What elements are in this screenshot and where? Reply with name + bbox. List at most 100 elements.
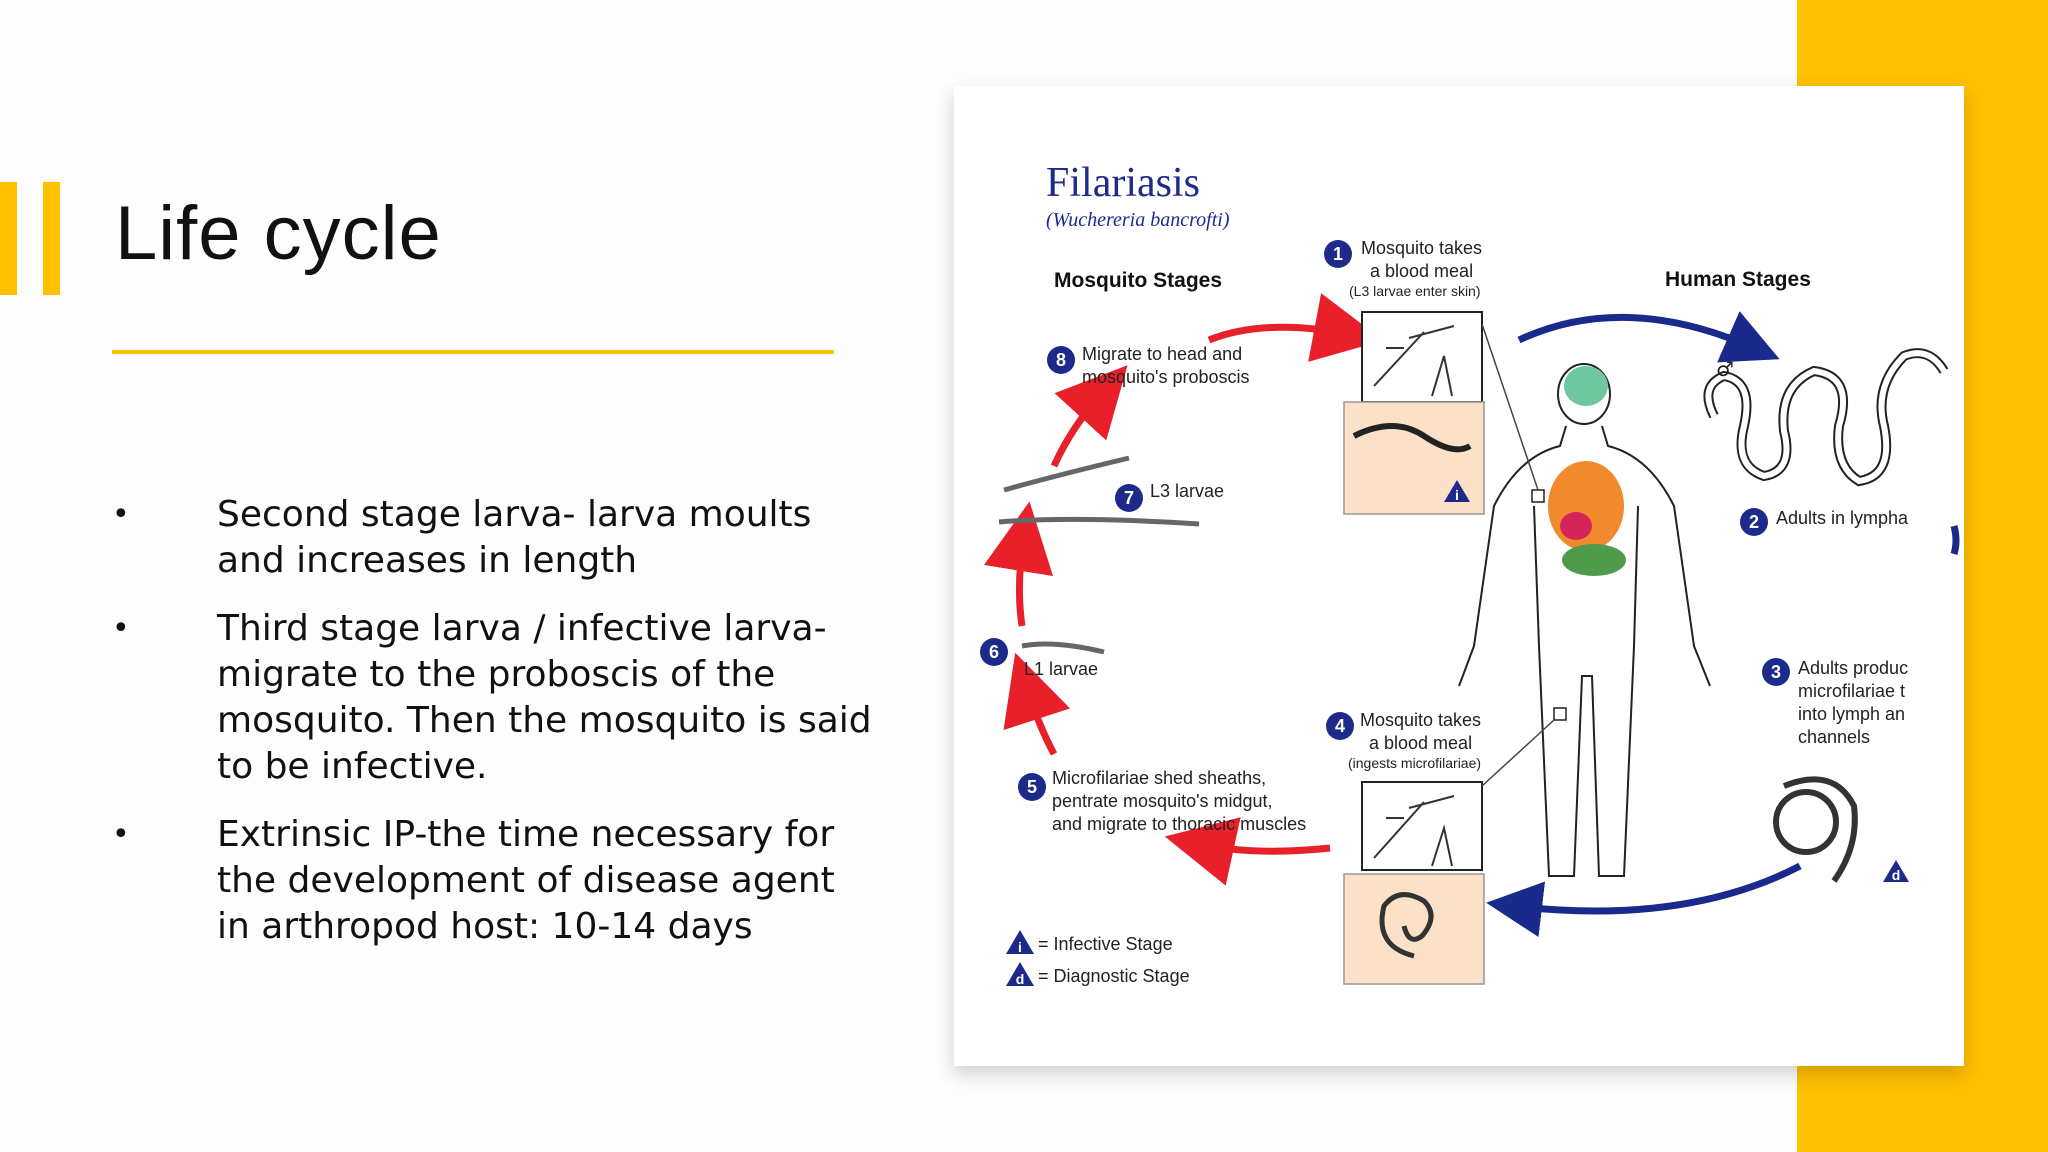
bullet-marker: • — [112, 497, 130, 532]
step-3-line-3: into lymph an — [1798, 704, 1905, 724]
panel-frame — [1343, 873, 1485, 985]
step-5-line-1: Microfilariae shed sheaths, — [1052, 768, 1266, 788]
step-4: 4 Mosquito takes a blood meal (ingests m… — [1326, 710, 1481, 771]
heart-icon — [1560, 512, 1592, 540]
l3-larva-drawing — [998, 516, 1200, 527]
step-4-number: 4 — [1335, 716, 1345, 736]
step-3-line-2: microfilariae t — [1798, 681, 1905, 701]
step-6-label: L1 larvae — [1024, 659, 1098, 679]
microfilaria-tail-icon — [1782, 776, 1858, 883]
step-3-line-1: Adults produc — [1798, 658, 1908, 678]
slide-title: Life cycle — [115, 191, 442, 276]
left-accent-bar — [0, 182, 17, 295]
legend-infective-icon — [1006, 930, 1034, 954]
arrow-l1-to-l3 — [983, 501, 1054, 627]
step-5-line-3: and migrate to thoracic muscles — [1052, 814, 1306, 834]
arrow-1-to-2 — [1517, 311, 1780, 363]
step-1-line-2: a blood meal — [1370, 261, 1473, 281]
bullet-text: Second stage larva- larva moults and inc… — [217, 494, 812, 581]
legend: i = Infective Stage d = Diagnostic Stage — [1006, 930, 1190, 987]
step-8-badge — [1047, 346, 1075, 374]
infective-symbol: i — [1455, 487, 1459, 503]
legend-diagnostic-icon — [1006, 962, 1034, 986]
step-5: 5 Microfilariae shed sheaths, pentrate m… — [1018, 768, 1306, 834]
step-5-line-2: pentrate mosquito's midgut, — [1052, 791, 1273, 811]
mosquito-feeding-panel-top — [1361, 311, 1483, 403]
arrow-6-up — [1003, 652, 1071, 756]
step-8-number: 8 — [1056, 350, 1066, 370]
brain-icon — [1564, 366, 1608, 406]
skin-bite-marker — [1553, 707, 1567, 721]
step-2: 2 Adults in lympha — [1740, 508, 1909, 536]
step-7-badge — [1115, 484, 1143, 512]
step-1-badge — [1324, 240, 1352, 268]
torso-legs-outline — [1533, 505, 1639, 877]
skin-bite-marker — [1531, 489, 1545, 503]
step-4-badge — [1326, 712, 1354, 740]
arms-outline — [1458, 425, 1711, 687]
arrow-3-to-4 — [1486, 862, 1802, 938]
bullet-item: • Extrinsic IP-the time necessary for th… — [112, 812, 872, 950]
arrow-2-to-3 — [1950, 525, 1960, 556]
l3-larva-icon — [1352, 423, 1472, 453]
arrow-5-to-6 — [1164, 817, 1331, 886]
legend-diagnostic-label: = Diagnostic Stage — [1038, 966, 1190, 986]
bullet-item: • Third stage larva / infective larva- m… — [112, 606, 872, 790]
step-7-label: L3 larvae — [1150, 481, 1224, 501]
step-1: 1 Mosquito takes a blood meal (L3 larvae… — [1324, 238, 1482, 299]
title-underline — [112, 350, 834, 354]
arrow-8-to-1 — [1207, 293, 1384, 362]
legend-infective-label: = Infective Stage — [1038, 934, 1173, 954]
step-1-line-1: Mosquito takes — [1361, 238, 1482, 258]
step-2-badge — [1740, 508, 1768, 536]
step-3-line-4: channels — [1798, 727, 1870, 747]
step-8-line-1: Migrate to head and — [1082, 344, 1242, 364]
panel-frame — [1361, 781, 1483, 871]
proboscis-icon — [1431, 355, 1453, 397]
step-2-number: 2 — [1749, 512, 1759, 532]
step-3-number: 3 — [1771, 662, 1781, 682]
step-5-badge — [1018, 773, 1046, 801]
step-4-line-2: a blood meal — [1369, 733, 1472, 753]
mosquito-stages-header: Mosquito Stages — [1054, 269, 1222, 292]
bullet-item: • Second stage larva- larva moults and i… — [112, 492, 872, 584]
step-8-line-2: mosquito's proboscis — [1082, 367, 1250, 387]
infective-stage-icon — [1444, 480, 1470, 502]
diagram-subtitle: (Wuchereria bancrofti) — [1046, 209, 1230, 231]
step-6-badge — [980, 638, 1008, 666]
panel-frame — [1361, 311, 1483, 403]
microfilaria-coil: d — [1773, 776, 1909, 883]
microfilaria-coil-icon — [1773, 789, 1839, 855]
step-5-number: 5 — [1027, 777, 1037, 797]
step-4-note: (ingests microfilariae) — [1348, 755, 1481, 771]
step-1-number: 1 — [1333, 244, 1343, 264]
step-7: 7 L3 larvae — [1115, 481, 1224, 512]
diagnostic-symbol: d — [1892, 867, 1901, 883]
step-1-note: (L3 larvae enter skin) — [1349, 283, 1481, 299]
microfilaria-icon — [1379, 892, 1434, 959]
liver-icon — [1562, 544, 1626, 576]
bullet-text: Third stage larva / infective larva- mig… — [217, 608, 872, 787]
arrow-7-to-8 — [1050, 365, 1128, 468]
step-3-badge — [1762, 658, 1790, 686]
left-accent-bar-2 — [43, 182, 60, 295]
legend-infective-symbol: i — [1018, 939, 1022, 955]
bullet-marker: • — [112, 817, 130, 852]
l1-larva-drawing — [1021, 641, 1105, 655]
bullet-list: • Second stage larva- larva moults and i… — [112, 492, 872, 972]
mosquito-icon — [1373, 795, 1455, 859]
mosquito-icon — [1373, 325, 1455, 387]
mosquito-feeding-panel-bottom — [1361, 781, 1483, 871]
step-2-line-1: Adults in lympha — [1776, 508, 1909, 528]
pointer-line — [1481, 719, 1555, 787]
step-7-number: 7 — [1124, 488, 1134, 508]
human-body — [1458, 323, 1711, 877]
lungs-icon — [1548, 461, 1624, 551]
human-stages-header: Human Stages — [1665, 268, 1811, 291]
step-6: 6 L1 larvae — [980, 638, 1098, 679]
step-6-number: 6 — [989, 642, 999, 662]
infective-larva-panel: i — [1343, 401, 1485, 515]
proboscis-icon — [1431, 824, 1453, 867]
microfilaria-panel — [1343, 873, 1485, 985]
diagnostic-stage-icon — [1883, 860, 1909, 882]
